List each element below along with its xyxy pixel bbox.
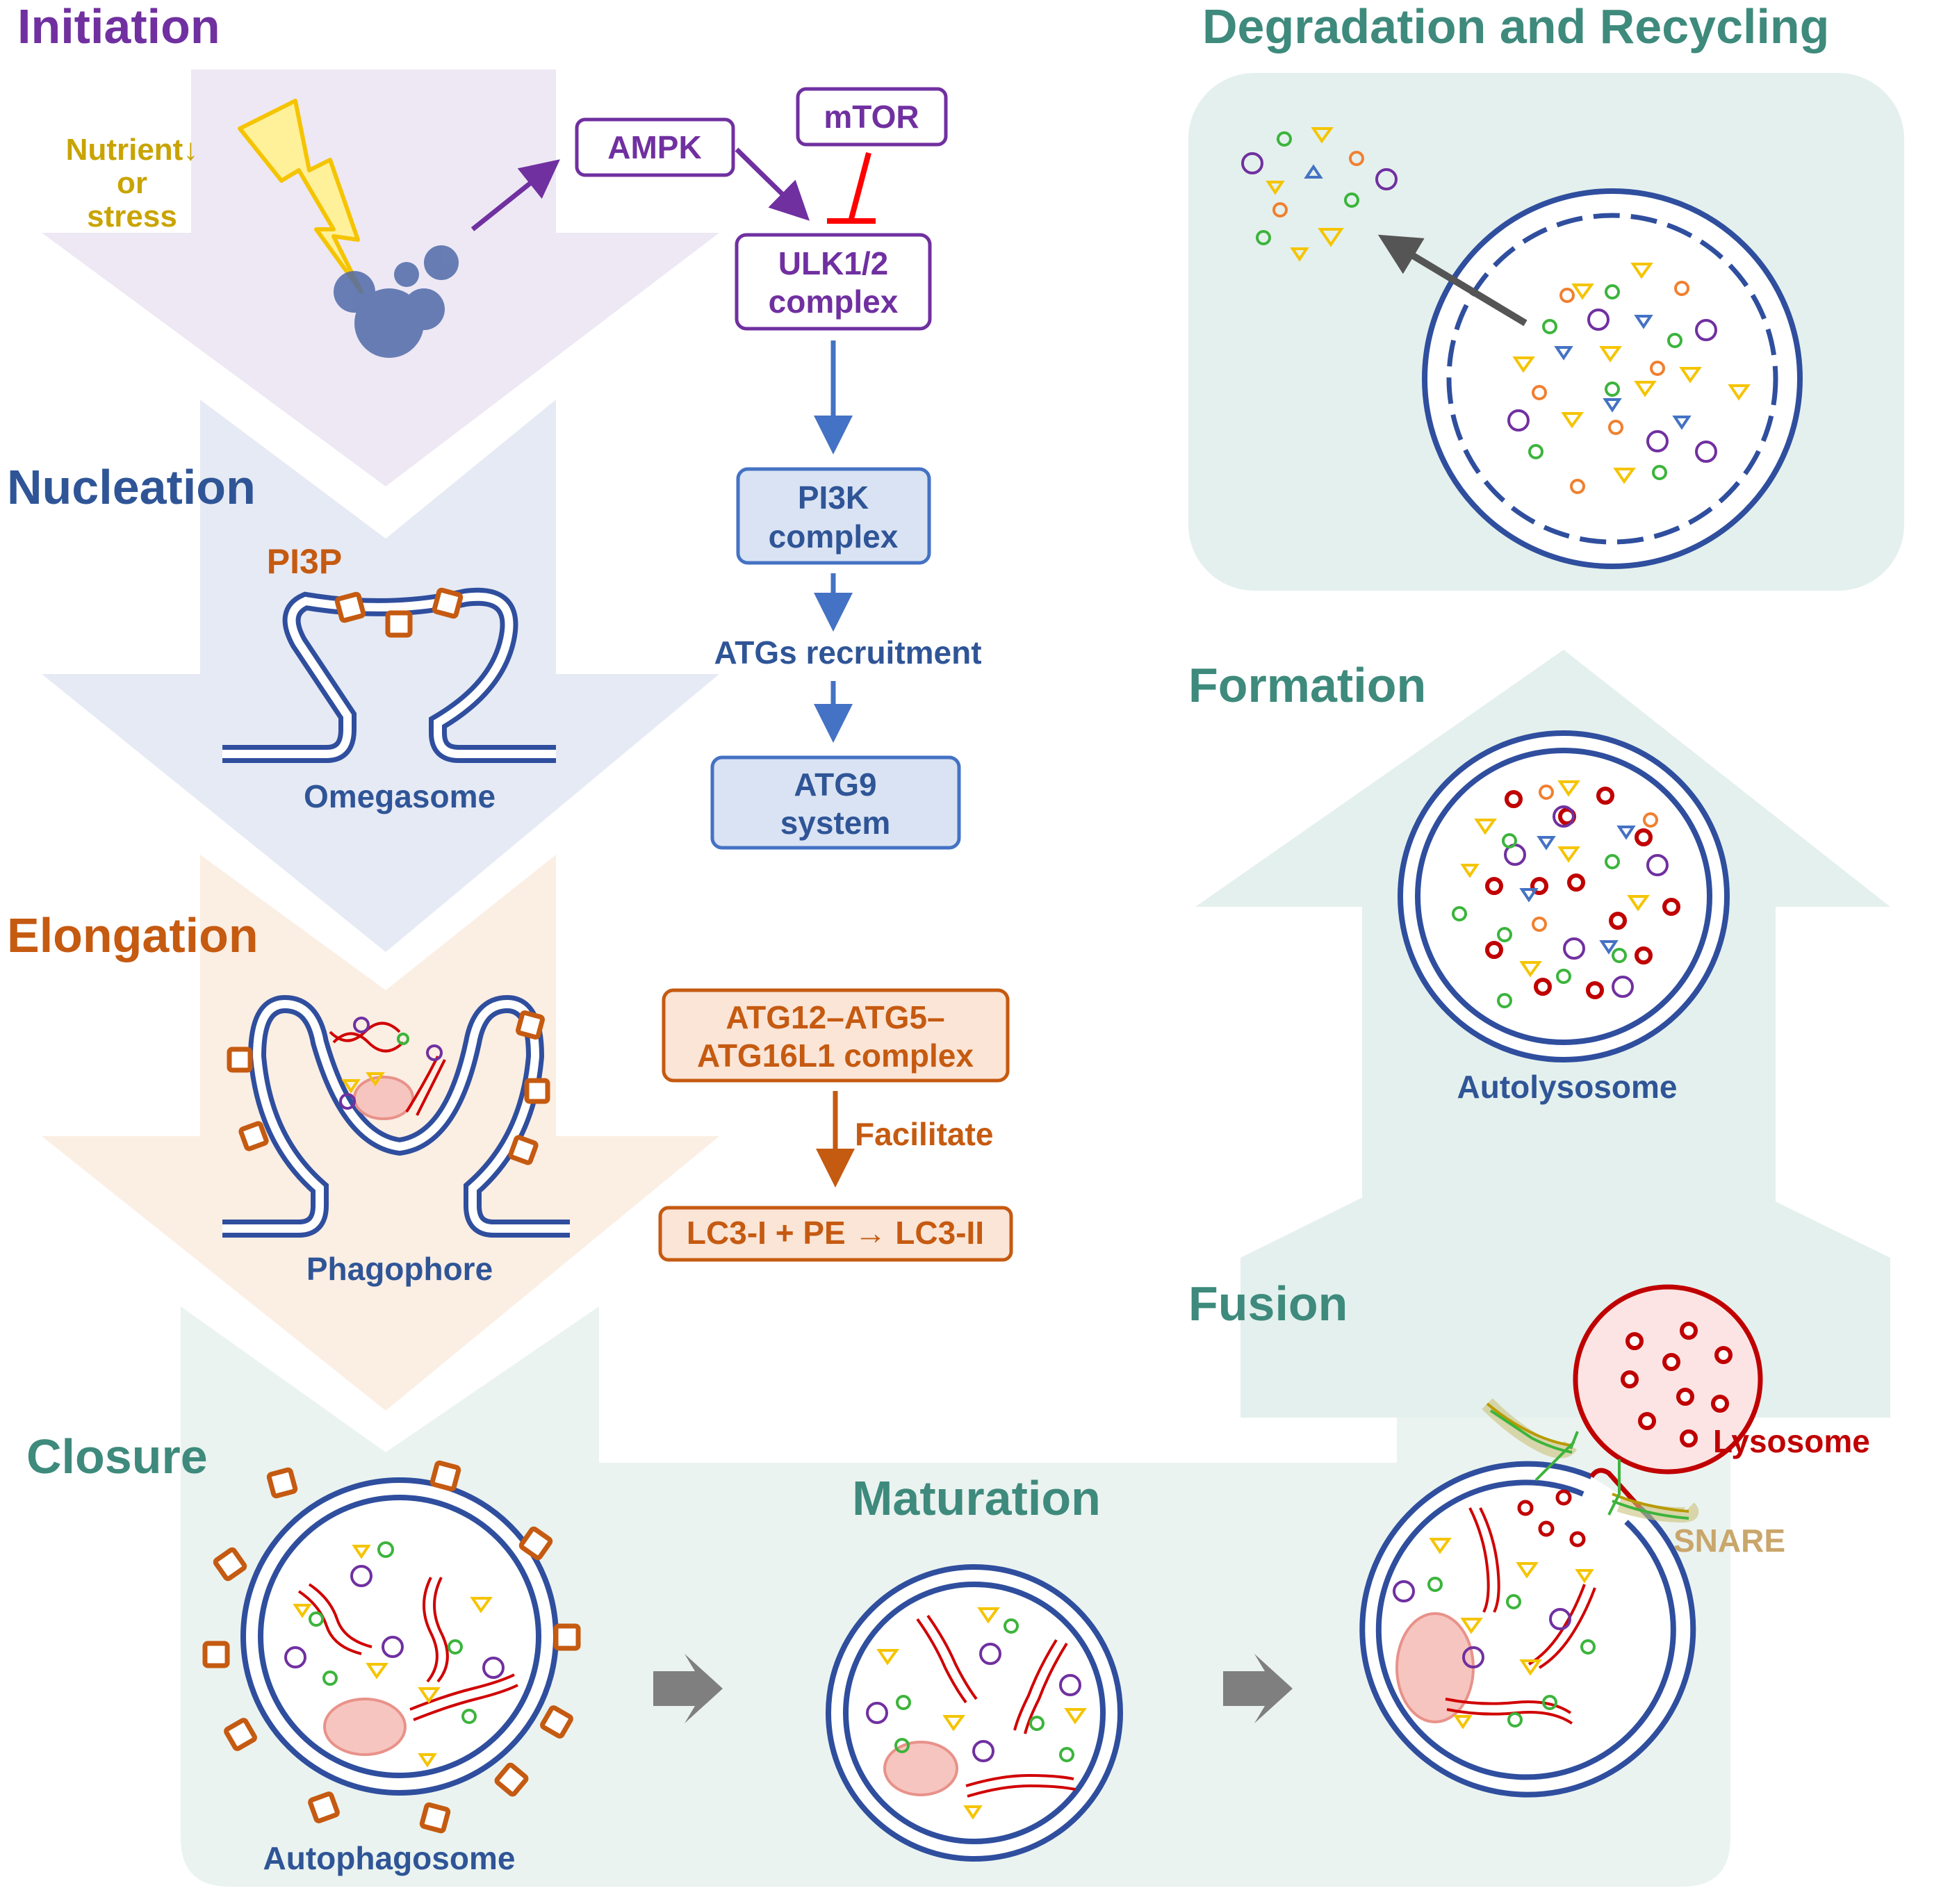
stage-title-maturation: Maturation [852, 1471, 1101, 1525]
stage-title-elongation: Elongation [7, 908, 259, 962]
stage-title-fusion: Fusion [1188, 1277, 1348, 1331]
arrow-to-ampk [470, 159, 560, 231]
stage-title-closure: Closure [26, 1429, 208, 1484]
atg12-label-line2: ATG16L1 complex [697, 1037, 974, 1074]
ulk-box: ULK1/2 complex [735, 233, 932, 331]
autolysosome-label: Autolysosome [1457, 1069, 1678, 1105]
lysosome-label: Lysosome [1713, 1423, 1870, 1459]
released-nutrients [1241, 127, 1398, 262]
phagophore-label: Phagophore [306, 1251, 493, 1287]
autolysosome [1398, 730, 1730, 1062]
ulk-label-line1: ULK1/2 [778, 245, 888, 281]
facilitate-label: Facilitate [855, 1116, 993, 1152]
omegasome-label: Omegasome [304, 778, 496, 814]
pi3p-label: PI3P [267, 542, 342, 581]
mtor-label: mTOR [824, 99, 919, 135]
nutrient-or-label: or [117, 166, 147, 200]
snare-label: SNARE [1673, 1523, 1785, 1559]
stress-label: stress [87, 199, 177, 233]
ampk-box: AMPK [575, 117, 735, 177]
chevron-right-icon [653, 1654, 723, 1723]
phagophore-atg-markers [227, 1010, 550, 1165]
lc3-label: LC3-I + PE → LC3-II [687, 1215, 984, 1251]
lc3-box: LC3-I + PE → LC3-II [658, 1206, 1013, 1262]
chevron-right-icon-2 [1223, 1654, 1293, 1723]
atg9-box: ATG9 system [710, 755, 961, 850]
atgs-recruitment-label: ATGs recruitment [714, 634, 981, 671]
stage-title-initiation: Initiation [17, 0, 220, 54]
lightning-icon [238, 99, 363, 294]
nucleation-bg-arrow [42, 400, 719, 952]
omegasome-membrane [222, 587, 556, 763]
stage-title-formation: Formation [1188, 658, 1426, 712]
fusion-vesicle [1359, 1461, 1696, 1798]
snare-complex-icon [1482, 1398, 1699, 1523]
pi3k-label-line1: PI3K [798, 479, 869, 516]
pi3k-label-line2: complex [769, 518, 899, 555]
pi3k-box: PI3K complex [736, 467, 931, 565]
stage-title-degradation: Degradation and Recycling [1202, 0, 1829, 54]
nutrient-label: Nutrient↓ [66, 133, 199, 167]
arrow-ampk-to-ulk [735, 147, 810, 221]
ampk-label: AMPK [607, 129, 701, 165]
release-arrow [1377, 234, 1528, 327]
degradation-vesicle [1422, 188, 1803, 569]
mtor-inhibition-icon [827, 151, 876, 224]
autophagosome [202, 1460, 581, 1834]
autophagosome-atg-markers [202, 1460, 581, 1834]
atg9-label-line2: system [780, 805, 891, 841]
pi3p-markers [334, 587, 464, 638]
mtor-box: mTOR [796, 87, 948, 147]
cell-bubbles-icon [334, 245, 459, 358]
phagophore-cargo [329, 1017, 446, 1120]
lysosome [1573, 1284, 1763, 1475]
autophagosome-label: Autophagosome [263, 1840, 516, 1876]
ulk-label-line2: complex [769, 284, 899, 320]
stage-title-nucleation: Nucleation [7, 460, 256, 514]
maturation-vesicle [826, 1564, 1123, 1862]
atg9-label-line1: ATG9 [794, 766, 876, 803]
atg12-box: ATG12–ATG5– ATG16L1 complex [662, 988, 1010, 1083]
autophagosome-cargo [284, 1541, 518, 1768]
atg12-label-line1: ATG12–ATG5– [726, 999, 944, 1035]
